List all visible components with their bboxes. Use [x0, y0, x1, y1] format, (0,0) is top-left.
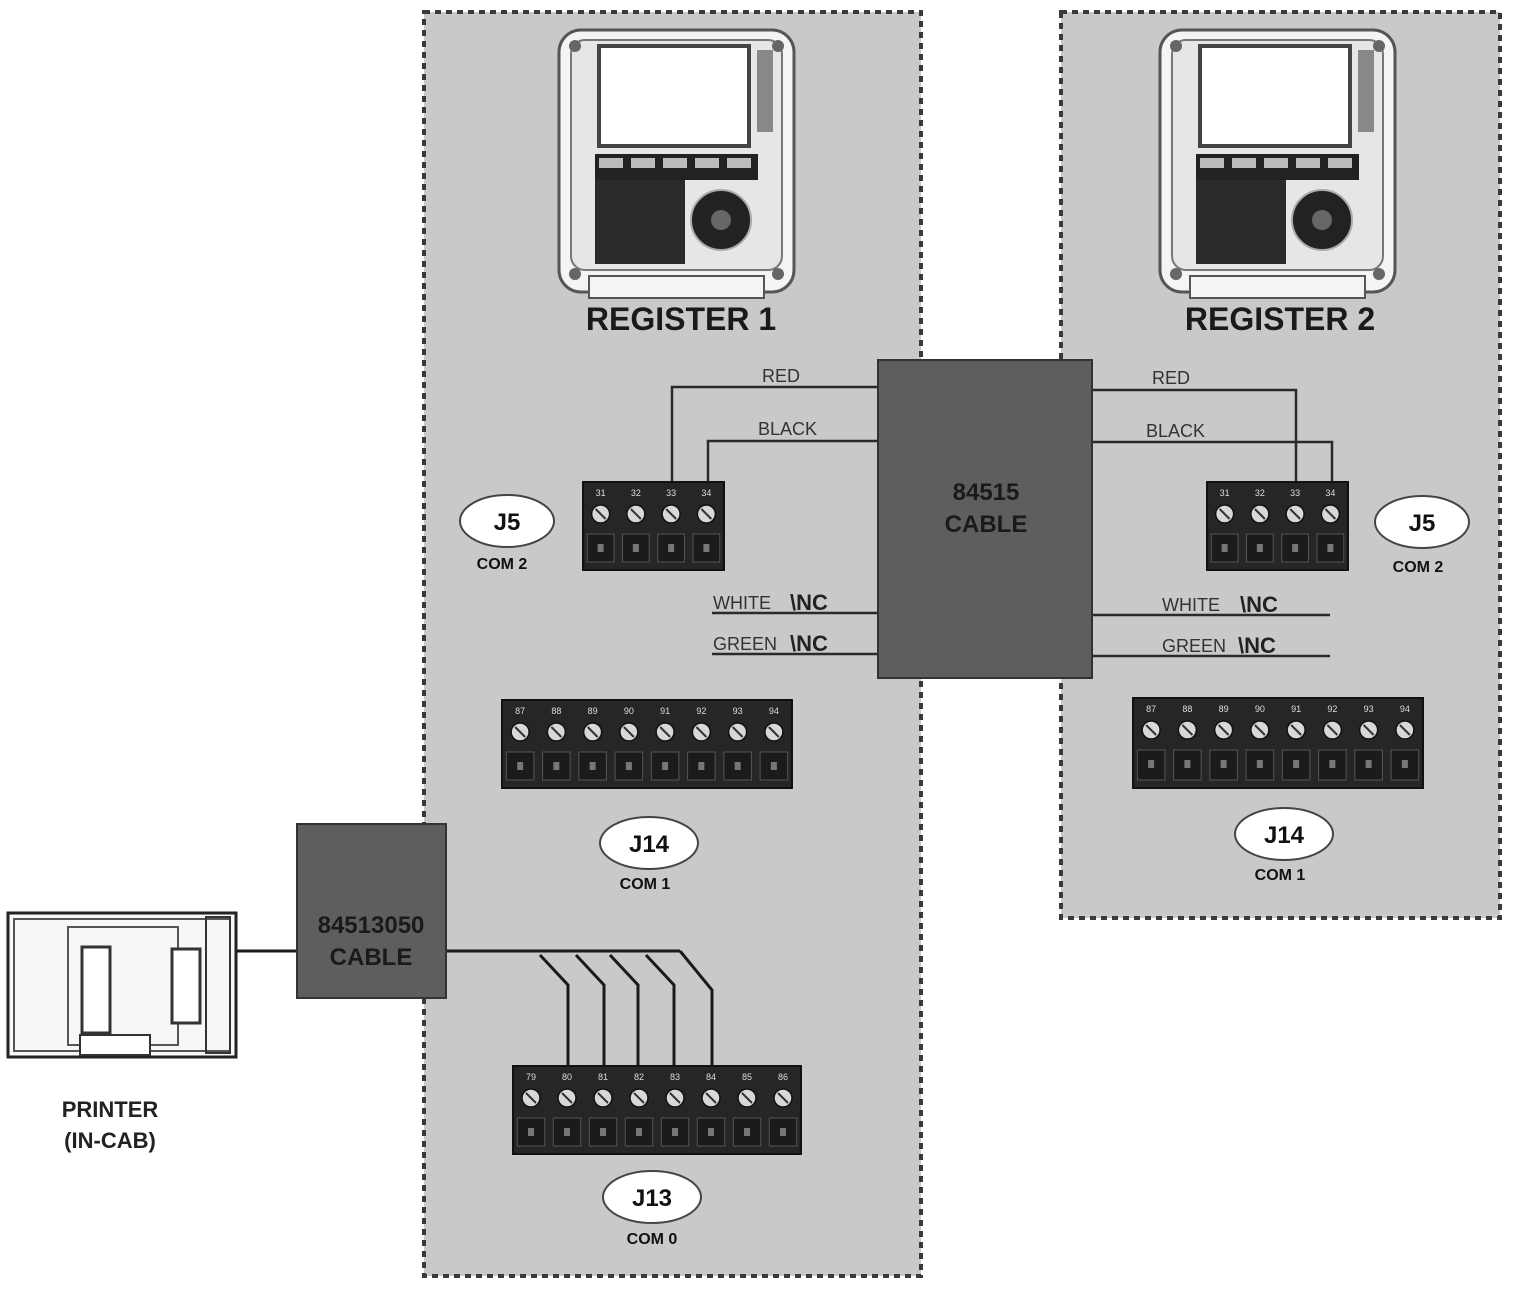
pin-label: 90 [1255, 704, 1265, 714]
register-2-wires [1092, 388, 1334, 658]
pin-label: 34 [1325, 488, 1335, 498]
printer-cable-wires [234, 949, 714, 1067]
pin-label: 87 [1146, 704, 1156, 714]
cable-84515-box [877, 359, 1093, 679]
pin-label: 79 [526, 1072, 536, 1082]
j5-label-right: J5 [1409, 510, 1436, 537]
pin-label: 31 [1220, 488, 1230, 498]
terminal-socket [542, 751, 571, 781]
j14-com-right: COM 1 [1255, 867, 1306, 884]
pin-label: 93 [733, 706, 743, 716]
pin-label: 88 [1182, 704, 1192, 714]
pin-label: 33 [1290, 488, 1300, 498]
register-2-device [1158, 28, 1397, 300]
pin-label: 32 [631, 488, 641, 498]
pin-label: 89 [588, 706, 598, 716]
pin-label: 31 [596, 488, 606, 498]
pin-label: 80 [562, 1072, 572, 1082]
white-wire-label-left: WHITE [713, 593, 771, 613]
pin-label: 33 [666, 488, 676, 498]
green-wire-label-left: GREEN [713, 634, 777, 654]
cable-84513050-box [296, 823, 447, 999]
green-nc-label-right: \NC [1238, 633, 1276, 658]
terminal-socket [578, 751, 607, 781]
j14-oval-right [1234, 807, 1334, 861]
red-wire-label-left: RED [762, 366, 800, 386]
pin-label: 85 [742, 1072, 752, 1082]
black-wire-label-right: BLACK [1146, 421, 1205, 441]
pin-label: 92 [696, 706, 706, 716]
j14-label-right: J14 [1264, 822, 1305, 849]
j14-terminal-right: 87 88 89 90 91 92 93 94 [1132, 697, 1424, 789]
pin-label: 34 [701, 488, 711, 498]
j5-terminal-right: 31 32 33 34 [1206, 481, 1349, 571]
j13-com: COM 0 [627, 1231, 678, 1248]
j5-oval-left [459, 494, 555, 548]
green-nc-label-left: \NC [790, 631, 828, 656]
register-1-title: REGISTER 1 [586, 301, 776, 337]
printer-label: PRINTER [62, 1097, 159, 1122]
red-wire-label-right: RED [1152, 368, 1190, 388]
j13-label: J13 [632, 1185, 672, 1212]
pin-label: 87 [515, 706, 525, 716]
pin-label: 32 [1255, 488, 1265, 498]
pin-label: 82 [634, 1072, 644, 1082]
terminal-socket [732, 1117, 762, 1147]
j14-com-left: COM 1 [620, 876, 671, 893]
cable-84515-word: CABLE [945, 511, 1028, 538]
register-2-title: REGISTER 2 [1185, 301, 1375, 337]
j5-label-left: J5 [494, 509, 521, 536]
terminal-socket [1209, 749, 1238, 781]
terminal-blocks: 31 32 33 34 31 32 33 34 87 88 89 90 91 92 93 94 87 88 89 90… [501, 481, 1424, 1155]
white-wire-label-right: WHITE [1162, 595, 1220, 615]
cable-84515-number: 84515 [953, 479, 1020, 506]
green-wire-label-right: GREEN [1162, 636, 1226, 656]
j14-terminal-left: 87 88 89 90 91 92 93 94 [501, 699, 793, 789]
pin-label: 83 [670, 1072, 680, 1082]
printer-device [6, 911, 238, 1059]
register-1-wires [670, 385, 878, 656]
j5-com-right: COM 2 [1393, 559, 1444, 576]
pin-label: 88 [551, 706, 561, 716]
cable-84513050-number: 84513050 [318, 912, 425, 939]
printer-location-label: (IN-CAB) [64, 1128, 156, 1153]
pin-label: 92 [1327, 704, 1337, 714]
register-1-device [557, 28, 796, 300]
j5-terminal-left: 31 32 33 34 [582, 481, 725, 571]
terminal-socket [660, 1117, 690, 1147]
j14-label-left: J14 [629, 831, 670, 858]
j5-com-left: COM 2 [477, 556, 528, 573]
j13-terminal: 79 80 81 82 83 84 85 86 [512, 1065, 802, 1155]
black-wire-label-left: BLACK [758, 419, 817, 439]
j14-oval-left [599, 816, 699, 870]
pin-label: 94 [769, 706, 779, 716]
j5-oval-right [1374, 495, 1470, 549]
pin-label: 94 [1400, 704, 1410, 714]
pin-label: 81 [598, 1072, 608, 1082]
white-nc-label-right: \NC [1240, 592, 1278, 617]
white-nc-label-left: \NC [790, 590, 828, 615]
pin-label: 89 [1219, 704, 1229, 714]
pin-label: 86 [778, 1072, 788, 1082]
pin-label: 91 [1291, 704, 1301, 714]
pin-label: 91 [660, 706, 670, 716]
pin-label: 90 [624, 706, 634, 716]
pin-label: 84 [706, 1072, 716, 1082]
cable-84513050-word: CABLE [330, 944, 413, 971]
pin-label: 93 [1364, 704, 1374, 714]
j13-oval [602, 1170, 702, 1224]
